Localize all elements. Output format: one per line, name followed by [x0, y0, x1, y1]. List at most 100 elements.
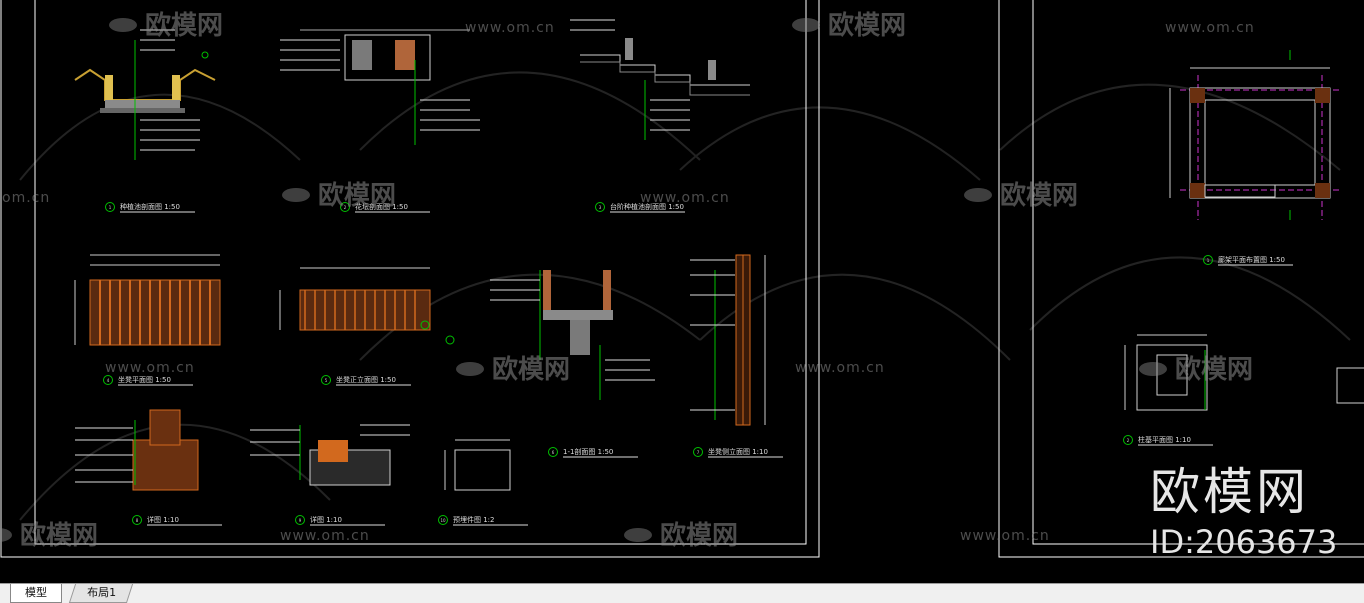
- watermark-brand: 欧模网: [282, 180, 396, 211]
- watermark-brand-text: 欧模网: [1000, 180, 1078, 211]
- sheet2-frame: [998, 0, 1364, 558]
- detail-number: 2: [344, 205, 347, 210]
- detail-number-circle: [595, 202, 605, 212]
- watermark-brand: 欧模网: [1139, 354, 1253, 385]
- watermark-brand-text: 欧模网: [318, 180, 396, 211]
- cad-drawing: 1 种植池剖面图 1:50 2 花坛剖面图 1:50 3 台阶种植池剖面图 1:50 4 坐凳…: [0, 0, 1364, 558]
- tab-layout1-label: 布局1: [86, 586, 116, 599]
- detail-number: 6: [552, 450, 555, 455]
- detail-number-circle: [103, 375, 113, 385]
- sheet2-detail-2-drawing: [1124, 334, 1364, 411]
- detail-number: 7: [697, 450, 700, 455]
- sofa-logo-icon: [964, 188, 992, 202]
- layout-tab-bar: 模型 布局1: [0, 583, 1364, 603]
- sheet1-frame: [0, 0, 820, 558]
- watermark-url: www.om.cn: [465, 20, 555, 36]
- tab-model[interactable]: 模型: [10, 584, 62, 603]
- watermark-brand: 欧模网: [624, 520, 738, 551]
- detail-number: 1: [109, 205, 112, 210]
- sheet1-detail-title-5: 5 坐凳正立面图 1:50: [321, 375, 411, 386]
- watermark-brand: 欧模网: [0, 520, 98, 551]
- detail-number: 2: [1127, 438, 1130, 443]
- detail-number-circle: [321, 375, 331, 385]
- watermark-brand-text: 欧模网: [20, 520, 98, 551]
- watermark-url: www.om.cn: [960, 528, 1050, 544]
- sofa-logo-icon: [792, 18, 820, 32]
- watermark-brand-text: 欧模网: [828, 10, 906, 41]
- detail-number-circle: [1203, 255, 1213, 265]
- detail-number: 1: [1207, 258, 1210, 263]
- detail-10-drawing: [444, 439, 511, 491]
- sheet2-detail-title-2: 2 柱基平面图 1:10: [1123, 435, 1213, 446]
- sofa-logo-icon: [1139, 362, 1167, 376]
- detail-number: 8: [136, 518, 139, 523]
- detail-number-circle: [1123, 435, 1133, 445]
- detail-number: 5: [325, 378, 328, 383]
- detail-1-drawing: [74, 29, 216, 160]
- detail-2-drawing: [280, 29, 480, 145]
- detail-number: 3: [599, 205, 602, 210]
- detail-number-circle: [438, 515, 448, 525]
- sheet1-detail-title-1: 1 种植池剖面图 1:50: [105, 202, 195, 213]
- watermark-brand-text: 欧模网: [145, 10, 223, 41]
- sheet1-detail-title-8: 8 详图 1:10: [132, 515, 222, 526]
- watermark-brand: 欧模网: [109, 10, 223, 41]
- detail-number-circle: [132, 515, 142, 525]
- watermark-brand: 欧模网: [456, 354, 570, 385]
- sheet1-inner-frame: [34, 0, 807, 545]
- watermark-url: www.om.cn: [795, 360, 885, 376]
- sheet2-detail-1-drawing: [1169, 50, 1340, 220]
- watermark-url: www.om.cn: [105, 360, 195, 376]
- detail-title: 预埋件图 1:2: [453, 515, 495, 524]
- corner-watermark-brand: 欧模网: [1150, 463, 1309, 521]
- watermark-url: www.om.cn: [640, 190, 730, 206]
- detail-title: 坐凳侧立面图 1:10: [708, 447, 768, 456]
- watermark-brand: 欧模网: [792, 10, 906, 41]
- sofa-logo-icon: [0, 528, 12, 542]
- sheet1-detail-title-7: 7 坐凳侧立面图 1:10: [693, 447, 783, 458]
- detail-title: 廊架平面布置图 1:50: [1218, 255, 1285, 264]
- detail-number-circle: [548, 447, 558, 457]
- detail-title: 柱基平面图 1:10: [1138, 435, 1191, 444]
- corner-watermark-id: ID:2063673: [1150, 523, 1338, 561]
- sheet1-detail-title-2: 2 花坛剖面图 1:50: [340, 202, 430, 213]
- watermark-url-short: om.cn: [2, 190, 50, 206]
- sheet2-inner-frame: [1032, 0, 1364, 545]
- detail-number: 9: [299, 518, 302, 523]
- watermark-url: www.om.cn: [280, 528, 370, 544]
- detail-title: 坐凳正立面图 1:50: [336, 375, 396, 384]
- detail-9-drawing: [250, 424, 410, 486]
- detail-title: 种植池剖面图 1:50: [120, 202, 180, 211]
- detail-number-circle: [340, 202, 350, 212]
- detail-4-drawing: [74, 254, 221, 346]
- detail-number-circle: [693, 447, 703, 457]
- detail-title: 花坛剖面图 1:50: [355, 202, 408, 211]
- detail-3-drawing: [570, 19, 750, 140]
- sheet1-detail-title-10: 10 预埋件图 1:2: [438, 515, 528, 526]
- watermark-url: www.om.cn: [1165, 20, 1255, 36]
- sofa-logo-icon: [456, 362, 484, 376]
- detail-number-circle: [105, 202, 115, 212]
- detail-5-drawing: [279, 267, 455, 345]
- sofa-logo-icon: [282, 188, 310, 202]
- detail-number: 4: [107, 378, 110, 383]
- detail-number: 10: [440, 518, 446, 523]
- detail-title: 详图 1:10: [147, 515, 179, 524]
- detail-number-circle: [295, 515, 305, 525]
- sheet1-detail-title-4: 4 坐凳平面图 1:50: [103, 375, 193, 386]
- watermark-brand: 欧模网: [964, 180, 1078, 211]
- sofa-logo-icon: [624, 528, 652, 542]
- detail-title: 坐凳平面图 1:50: [118, 375, 171, 384]
- watermark-brand-text: 欧模网: [492, 354, 570, 385]
- detail-8-drawing: [75, 409, 199, 491]
- detail-title: 台阶种植池剖面图 1:50: [610, 202, 684, 211]
- tab-layout1[interactable]: 布局1: [68, 584, 134, 603]
- drawing-canvas[interactable]: 1 种植池剖面图 1:50 2 花坛剖面图 1:50 3 台阶种植池剖面图 1:50 4 坐凳…: [0, 0, 1364, 583]
- watermark-brand-text: 欧模网: [1175, 354, 1253, 385]
- detail-7-drawing: [690, 254, 766, 426]
- sofa-logo-icon: [109, 18, 137, 32]
- watermark-brand-text: 欧模网: [660, 520, 738, 551]
- sheet1-detail-title-3: 3 台阶种植池剖面图 1:50: [595, 202, 685, 213]
